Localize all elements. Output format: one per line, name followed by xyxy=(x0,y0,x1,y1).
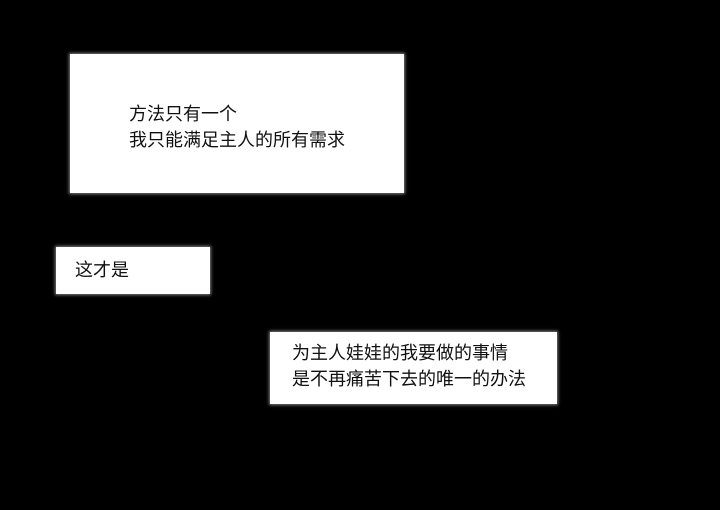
caption-line: 方法只有一个 xyxy=(129,104,237,125)
caption-box-3: 为主人娃娃的我要做的事情 是不再痛苦下去的唯一的办法 xyxy=(270,332,557,404)
caption-line: 是不再痛苦下去的唯一的办法 xyxy=(292,369,526,390)
caption-box-2: 这才是 xyxy=(56,247,210,294)
caption-line: 这才是 xyxy=(75,260,129,281)
caption-box-1: 方法只有一个 我只能满足主人的所有需求 xyxy=(70,54,404,193)
caption-line: 我只能满足主人的所有需求 xyxy=(129,130,345,151)
caption-line: 为主人娃娃的我要做的事情 xyxy=(292,343,508,364)
